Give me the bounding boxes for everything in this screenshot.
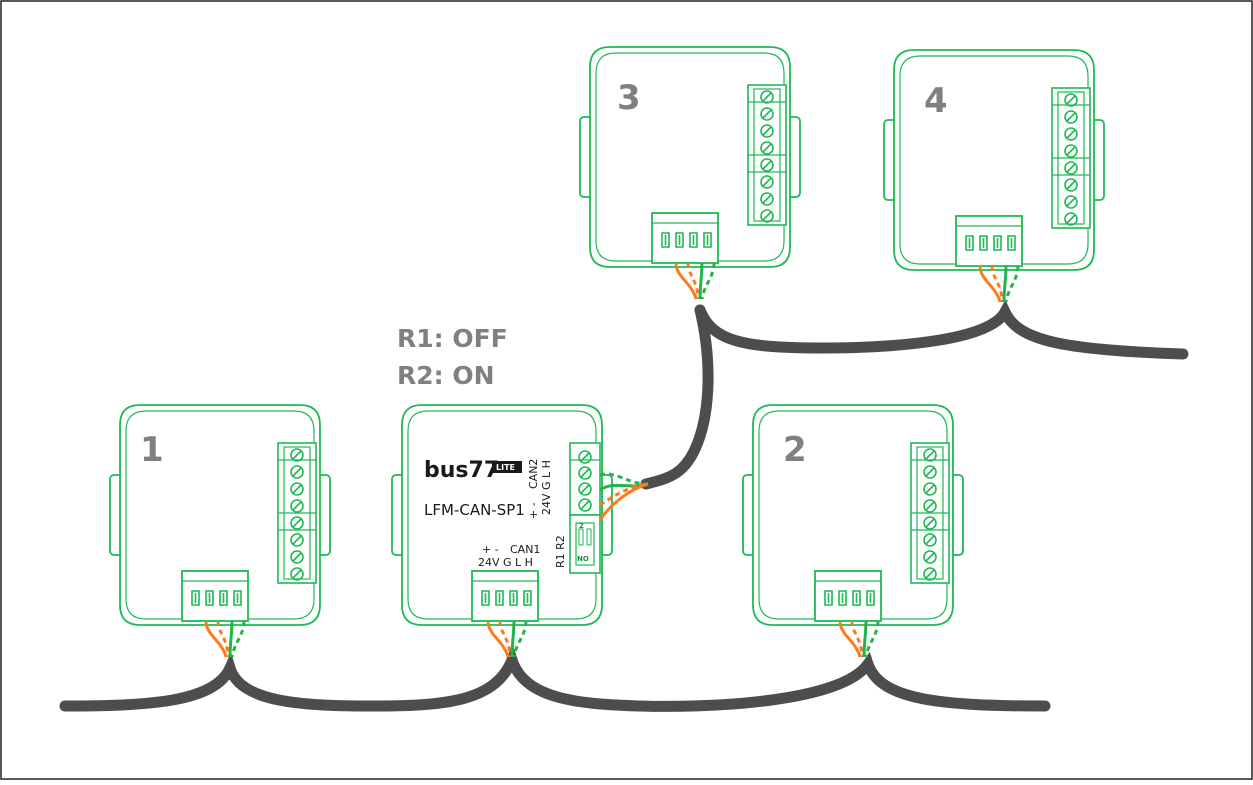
can2-polarity: + - <box>527 502 540 519</box>
can1-connector <box>471 570 539 622</box>
can1-polarity: + - <box>482 543 499 556</box>
brand-logo-text: bus77 <box>424 458 499 483</box>
dip-switch: 2 NO <box>569 514 601 574</box>
dip-top-label: 2 <box>579 522 584 530</box>
device-4: 4 <box>884 50 1104 270</box>
r2-status: R2: ON <box>397 361 495 390</box>
device-3: 3 <box>580 47 800 267</box>
can1-label: CAN1 <box>510 543 540 556</box>
splitter-module: bus77 LITE LFM-CAN-SP1 + - CAN1 24V G L … <box>391 404 613 626</box>
splitter-can2-wires <box>598 472 649 521</box>
brand-badge-text: LITE <box>496 463 515 472</box>
relay-label: R1 R2 <box>554 535 567 568</box>
can2-pin-labels: 24V G L H <box>540 460 553 515</box>
can2-label: CAN2 <box>527 459 540 489</box>
device-2-number: 2 <box>783 430 807 470</box>
dip-on-label: NO <box>577 555 589 563</box>
can2-terminal-block <box>569 442 601 516</box>
bus-cable-bottom <box>59 643 1051 712</box>
device-4-number: 4 <box>924 81 948 121</box>
brand-badge <box>492 461 522 473</box>
model-name: LFM-CAN-SP1 <box>424 501 525 519</box>
device-2: 2 <box>743 405 963 625</box>
r1-status: R1: OFF <box>397 324 508 353</box>
device-3-number: 3 <box>617 78 641 118</box>
can1-pin-labels: 24V G L H <box>478 556 533 569</box>
bus-cable-top <box>640 299 1189 490</box>
device-1: 1 <box>110 405 330 625</box>
device-1-number: 1 <box>140 430 164 470</box>
